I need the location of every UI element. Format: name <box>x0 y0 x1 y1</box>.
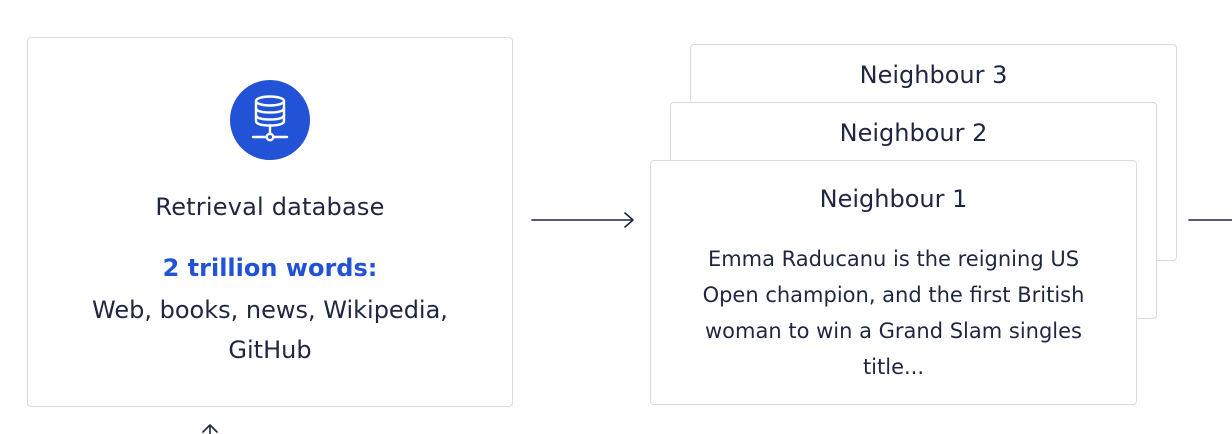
database-title: Retrieval database <box>155 193 385 221</box>
neighbour-1-card: Neighbour 1 Emma Raducanu is the reignin… <box>650 160 1137 405</box>
arrow-to-neighbours <box>531 212 634 228</box>
database-size: 2 trillion words: <box>162 254 378 282</box>
database-icon <box>230 80 310 160</box>
neighbour-2-title: Neighbour 2 <box>839 119 988 147</box>
neighbour-1-title: Neighbour 1 <box>819 185 968 213</box>
retrieval-database-card: Retrieval database 2 trillion words: Web… <box>27 37 513 407</box>
database-sources: Web, books, news, Wikipedia, GitHub <box>92 296 448 364</box>
neighbour-1-text: Emma Raducanu is the reigning US Open ch… <box>702 247 1085 379</box>
arrow-up-into-database <box>202 424 218 434</box>
neighbour-3-title: Neighbour 3 <box>859 61 1008 89</box>
